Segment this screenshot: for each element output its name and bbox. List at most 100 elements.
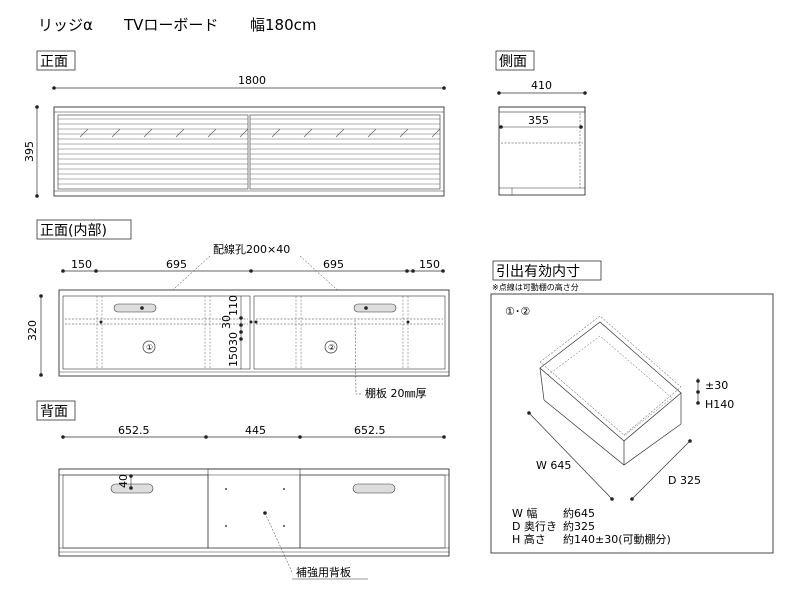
product-name: リッジα xyxy=(38,16,93,34)
door-slat-accent xyxy=(335,128,345,138)
front-height-dim: 395 xyxy=(23,141,36,162)
cable-hole-right-dot xyxy=(364,306,368,310)
inner-height-dim: 320 xyxy=(26,320,39,341)
front-height-dim-dot-bottom xyxy=(35,194,39,198)
inner-vdim-dot-2 xyxy=(239,323,243,327)
spec-d-label: D 奥行き xyxy=(512,519,557,533)
back-screw-4 xyxy=(283,525,285,527)
drawer-w-label: W 645 xyxy=(536,459,571,472)
drawer-h-dot-1 xyxy=(696,379,700,383)
drawer-d-label: D 325 xyxy=(668,474,701,487)
back-vdim-dot-bottom xyxy=(129,486,133,490)
door-slat-accent xyxy=(207,128,217,138)
shelf-leader xyxy=(354,319,362,395)
spec-w-label: W 幅 xyxy=(512,507,537,520)
cable-hole-right xyxy=(353,303,397,313)
inner-height-dot-bottom xyxy=(39,373,43,377)
inner-vdim-dot-3 xyxy=(239,330,243,334)
door-slat-accent xyxy=(175,128,185,138)
inner-vdim-150: 150 xyxy=(227,346,240,367)
door-slat-accent xyxy=(79,128,89,138)
section-back-label-box xyxy=(36,400,76,421)
side-inner-depth-dim: 355 xyxy=(528,114,549,127)
drawer-h-dot-3 xyxy=(696,401,700,405)
section-side-label: 側面 xyxy=(499,54,527,70)
compartment-1-marker-ring xyxy=(142,340,156,354)
compartment-1-marker: ① xyxy=(146,343,153,352)
drawer-h-label: H140 xyxy=(705,398,734,411)
front-view: 正面 1800 395 xyxy=(23,50,446,198)
back-dim-dot-1 xyxy=(61,435,65,439)
inner-dim-dot-5 xyxy=(411,269,415,273)
drawer-h-tolerance: ±30 xyxy=(705,379,728,392)
front-door-left xyxy=(57,114,249,190)
section-front-label: 正面 xyxy=(40,54,68,70)
inner-dim-dot-3 xyxy=(249,269,253,273)
back-vdim-dot-top xyxy=(129,474,133,478)
inner-vdim-30: 30 xyxy=(220,315,233,329)
inner-compartment-left xyxy=(62,295,251,370)
back-width-445: 445 xyxy=(245,424,266,437)
spec-h-label: H 高さ xyxy=(512,532,546,546)
side-inner-dim-dot-left xyxy=(499,125,503,129)
back-dim-dot-2 xyxy=(204,435,208,439)
shelf-pin-left-1 xyxy=(99,320,103,324)
side-inner-dim-dot-right xyxy=(579,125,583,129)
door-slat-accent xyxy=(303,128,313,138)
side-view: 側面 410 355 xyxy=(495,50,587,196)
door-slat-accent xyxy=(239,128,249,138)
drawer-box-edge-left xyxy=(539,367,545,401)
section-side-label-box xyxy=(495,50,535,71)
cable-hole-left xyxy=(113,303,157,313)
product-type: TVローボード xyxy=(123,16,218,34)
back-view: 背面 652.5 445 652.5 40 補強用背板 xyxy=(36,400,450,580)
back-dim-dot-3 xyxy=(298,435,302,439)
back-reinforce-leader xyxy=(264,512,293,573)
front-width-dim-dot-left xyxy=(52,86,56,90)
back-cable-hole-right xyxy=(352,483,396,494)
front-width-dim: 1800 xyxy=(238,74,266,87)
section-inner-label-box xyxy=(36,219,132,240)
inner-vdim-30b: 30 xyxy=(227,332,240,346)
drawer-inner-floor xyxy=(547,335,673,437)
door-slat-accent xyxy=(111,128,121,138)
cable-hole-label: 配線孔200×40 xyxy=(213,242,290,256)
cable-hole-left-dot xyxy=(140,306,144,310)
inner-dim-dot-6 xyxy=(441,269,445,273)
inner-width-695-left: 695 xyxy=(166,258,187,271)
section-inner-label: 正面(内部) xyxy=(40,223,107,239)
drawer-d-dim-line xyxy=(631,440,691,500)
drawer-box-bottom xyxy=(543,399,682,466)
spec-d-value: 約325 xyxy=(563,519,595,533)
front-height-dim-dot-top xyxy=(35,105,39,109)
door-slat-accent xyxy=(271,128,281,138)
front-door-right xyxy=(249,114,441,190)
drawer-w-dot-2 xyxy=(610,497,614,501)
front-width-dim-dot-right xyxy=(442,86,446,90)
inner-vdim-dot-4 xyxy=(239,337,243,341)
back-width-652-left: 652.5 xyxy=(118,424,150,437)
inner-width-150-right: 150 xyxy=(419,258,440,271)
back-reinforce-note: 補強用背板 xyxy=(296,565,351,579)
spec-w-value: 約645 xyxy=(563,506,595,520)
drawer-w-dot-1 xyxy=(527,411,531,415)
side-depth-dim: 410 xyxy=(531,79,552,92)
back-cabinet-outline xyxy=(58,468,450,557)
front-cabinet-outline xyxy=(53,106,445,197)
inner-vdim-110: 110 xyxy=(227,295,240,316)
inner-width-695-right: 695 xyxy=(323,258,344,271)
drawer-note: ※点線は可動棚の高さ分 xyxy=(492,282,579,292)
back-width-652-right: 652.5 xyxy=(354,424,386,437)
product-width: 幅180cm xyxy=(250,16,317,34)
section-front-label-box xyxy=(36,50,76,71)
inner-dim-dot-1 xyxy=(61,269,65,273)
drawer-d-dot-2 xyxy=(688,439,692,443)
front-inner-view: 正面(内部) 配線孔200×40 150 695 695 150 320 xyxy=(26,219,450,400)
side-depth-dim-dot-left xyxy=(497,91,501,95)
side-cabinet-outline xyxy=(498,106,586,196)
side-top-board xyxy=(498,106,586,113)
back-screw-2 xyxy=(283,488,285,490)
door-slat-accent xyxy=(399,128,409,138)
shelf-pin-left-2 xyxy=(249,320,253,324)
inner-compartment-right xyxy=(253,295,446,370)
